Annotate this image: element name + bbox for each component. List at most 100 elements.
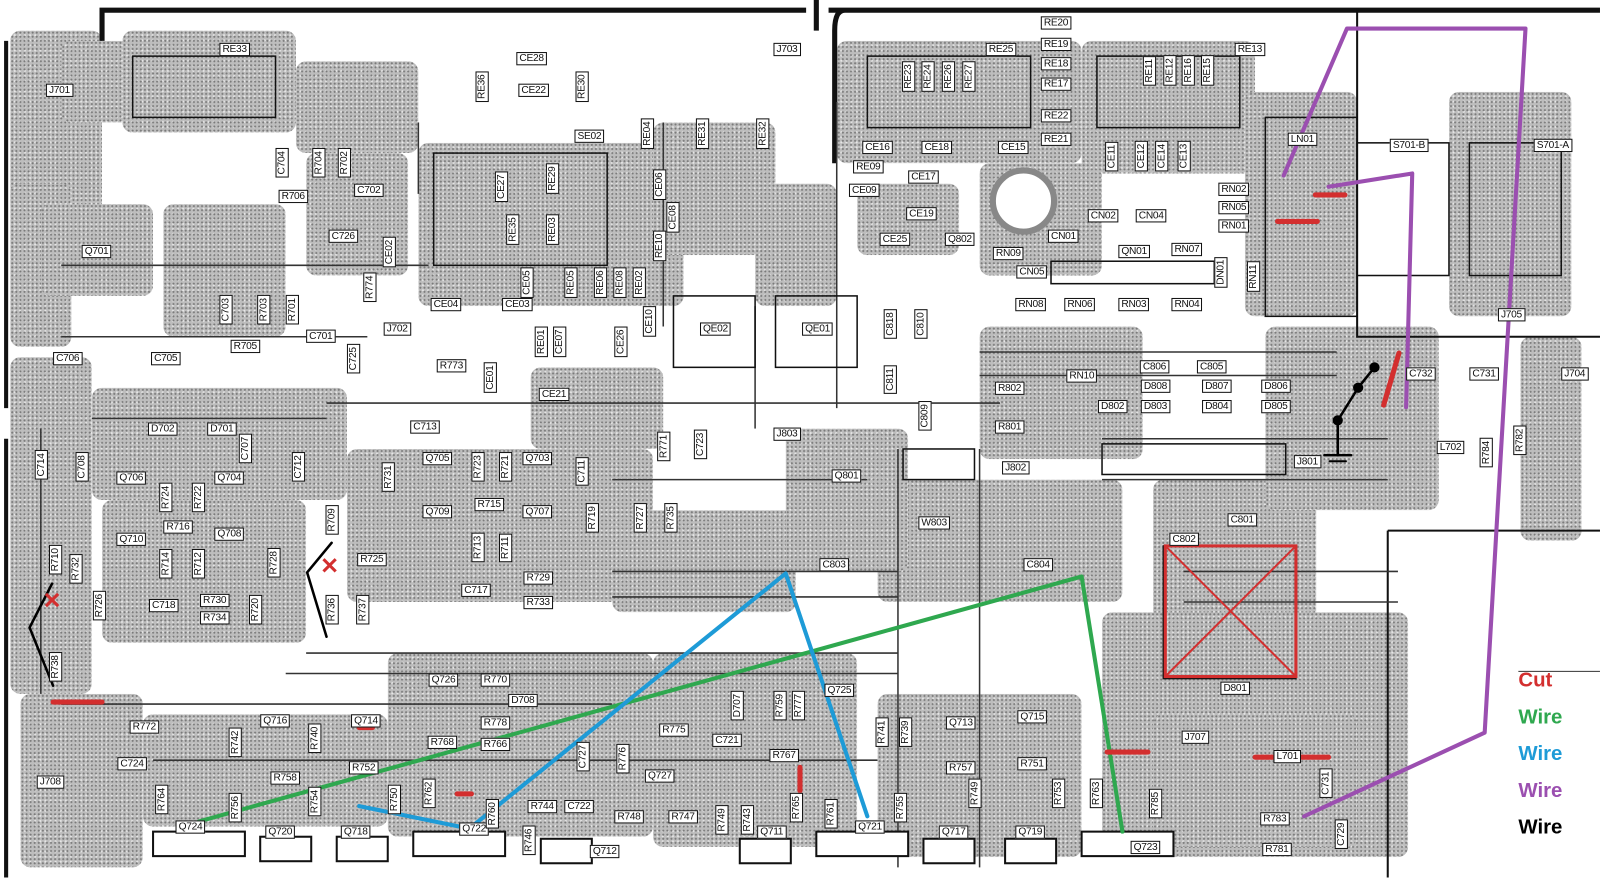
component-label: R701: [285, 295, 299, 325]
component-label: J708: [36, 775, 64, 789]
component-label: RN07: [1171, 242, 1203, 257]
component-label: CN01: [1047, 229, 1079, 243]
component-label: C802: [1169, 532, 1199, 546]
component-label: C732: [1406, 367, 1436, 381]
component-label: C725: [346, 344, 361, 374]
copper-pour: [530, 367, 664, 449]
copper-pour: [755, 183, 837, 307]
component-label: R730: [199, 593, 230, 608]
component-label: Q710: [116, 532, 147, 546]
component-label: C727: [576, 742, 590, 772]
component-label: R771: [657, 431, 671, 462]
component-label: Q721: [855, 820, 885, 834]
component-label: RE35: [506, 214, 520, 245]
component-label: J701: [45, 83, 73, 97]
component-label: R802: [994, 381, 1025, 395]
component-label: Q715: [1017, 710, 1048, 724]
component-label: R737: [356, 595, 370, 625]
component-label: R731: [381, 462, 395, 492]
component-label: CE17: [908, 170, 939, 184]
component-label: D708: [508, 693, 538, 708]
copper-pour: [1520, 336, 1582, 541]
component-label: R782: [1513, 425, 1527, 456]
component-label: RE23: [902, 61, 916, 92]
component-label: C707: [238, 433, 253, 464]
component-label: R738: [48, 652, 63, 682]
component-label: CE11: [1105, 141, 1119, 172]
component-label: R736: [325, 595, 339, 625]
component-label: CE15: [997, 140, 1029, 155]
component-label: RN06: [1064, 297, 1096, 312]
component-label: R784: [1479, 438, 1493, 468]
component-label: R746: [522, 825, 536, 856]
component-label: CE08: [666, 202, 680, 233]
component-label: C701: [306, 329, 336, 343]
component-label: R770: [480, 673, 510, 687]
component-label: QE02: [699, 322, 731, 336]
removed-component-x: [1164, 545, 1297, 678]
legend-label: Wire: [1518, 816, 1563, 839]
wire-joint: [1353, 382, 1364, 393]
component-label: R762: [422, 778, 436, 809]
component-label: J704: [1561, 367, 1589, 381]
component-label: RE18: [1040, 57, 1072, 71]
component-outline: [672, 295, 756, 369]
component-label: RE26: [941, 61, 956, 92]
component-label: R767: [769, 748, 799, 763]
component-label: C705: [151, 352, 181, 366]
component-label: C731: [1319, 768, 1333, 798]
component-outline: [1050, 260, 1216, 285]
component-label: RE31: [695, 118, 710, 149]
component-label: Q724: [175, 820, 206, 834]
component-label: CN05: [1016, 265, 1048, 279]
component-label: RN02: [1218, 182, 1250, 196]
component-label: C704: [275, 148, 289, 178]
component-label: R743: [740, 805, 755, 835]
component-label: C714: [34, 450, 48, 480]
component-label: R739: [898, 717, 913, 747]
component-label: R710: [48, 545, 63, 575]
legend-wire-blue: Wire: [1518, 743, 1562, 765]
component-label: R751: [1017, 757, 1047, 771]
component-label: Q709: [422, 505, 453, 519]
component-label: CE14: [1155, 140, 1169, 172]
component-label: C806: [1139, 360, 1170, 374]
component-label: R765: [789, 793, 804, 823]
component-label: C818: [883, 309, 897, 339]
component-label: R747: [668, 810, 698, 824]
component-label: RE36: [475, 71, 489, 103]
component-label: C708: [75, 452, 89, 482]
component-label: R714: [159, 549, 173, 579]
component-label: R704: [312, 148, 326, 178]
component-label: R723: [471, 452, 485, 482]
connector-header: [1004, 837, 1058, 865]
connector-header: [922, 837, 976, 865]
component-label: R709: [325, 505, 339, 535]
component-label: C803: [819, 558, 849, 572]
component-label: Q705: [422, 452, 453, 466]
component-label: R734: [199, 611, 230, 625]
component-label: RN03: [1118, 297, 1150, 312]
component-label: Q726: [428, 673, 459, 687]
component-label: D808: [1140, 379, 1171, 393]
component-label: CE03: [502, 297, 533, 312]
component-label: CE01: [483, 362, 497, 393]
legend-label: Wire: [1518, 706, 1563, 729]
component-label: RN09: [992, 246, 1024, 261]
component-label: C811: [883, 365, 897, 394]
component-label: R761: [824, 799, 838, 829]
component-label: L702: [1436, 440, 1465, 455]
component-label: QE01: [802, 322, 834, 336]
component-label: R755: [893, 793, 908, 823]
copper-pour: [785, 428, 909, 572]
component-label: C809: [918, 401, 932, 431]
component-label: Q801: [831, 469, 862, 483]
component-label: RN04: [1171, 297, 1203, 312]
component-label: C804: [1023, 558, 1053, 572]
component-outline: [1356, 142, 1450, 277]
component-label: C723: [693, 429, 708, 460]
component-label: CE26: [614, 326, 628, 358]
component-label: R781: [1262, 842, 1292, 857]
connector-header: [738, 837, 792, 865]
component-label: R713: [471, 532, 485, 563]
